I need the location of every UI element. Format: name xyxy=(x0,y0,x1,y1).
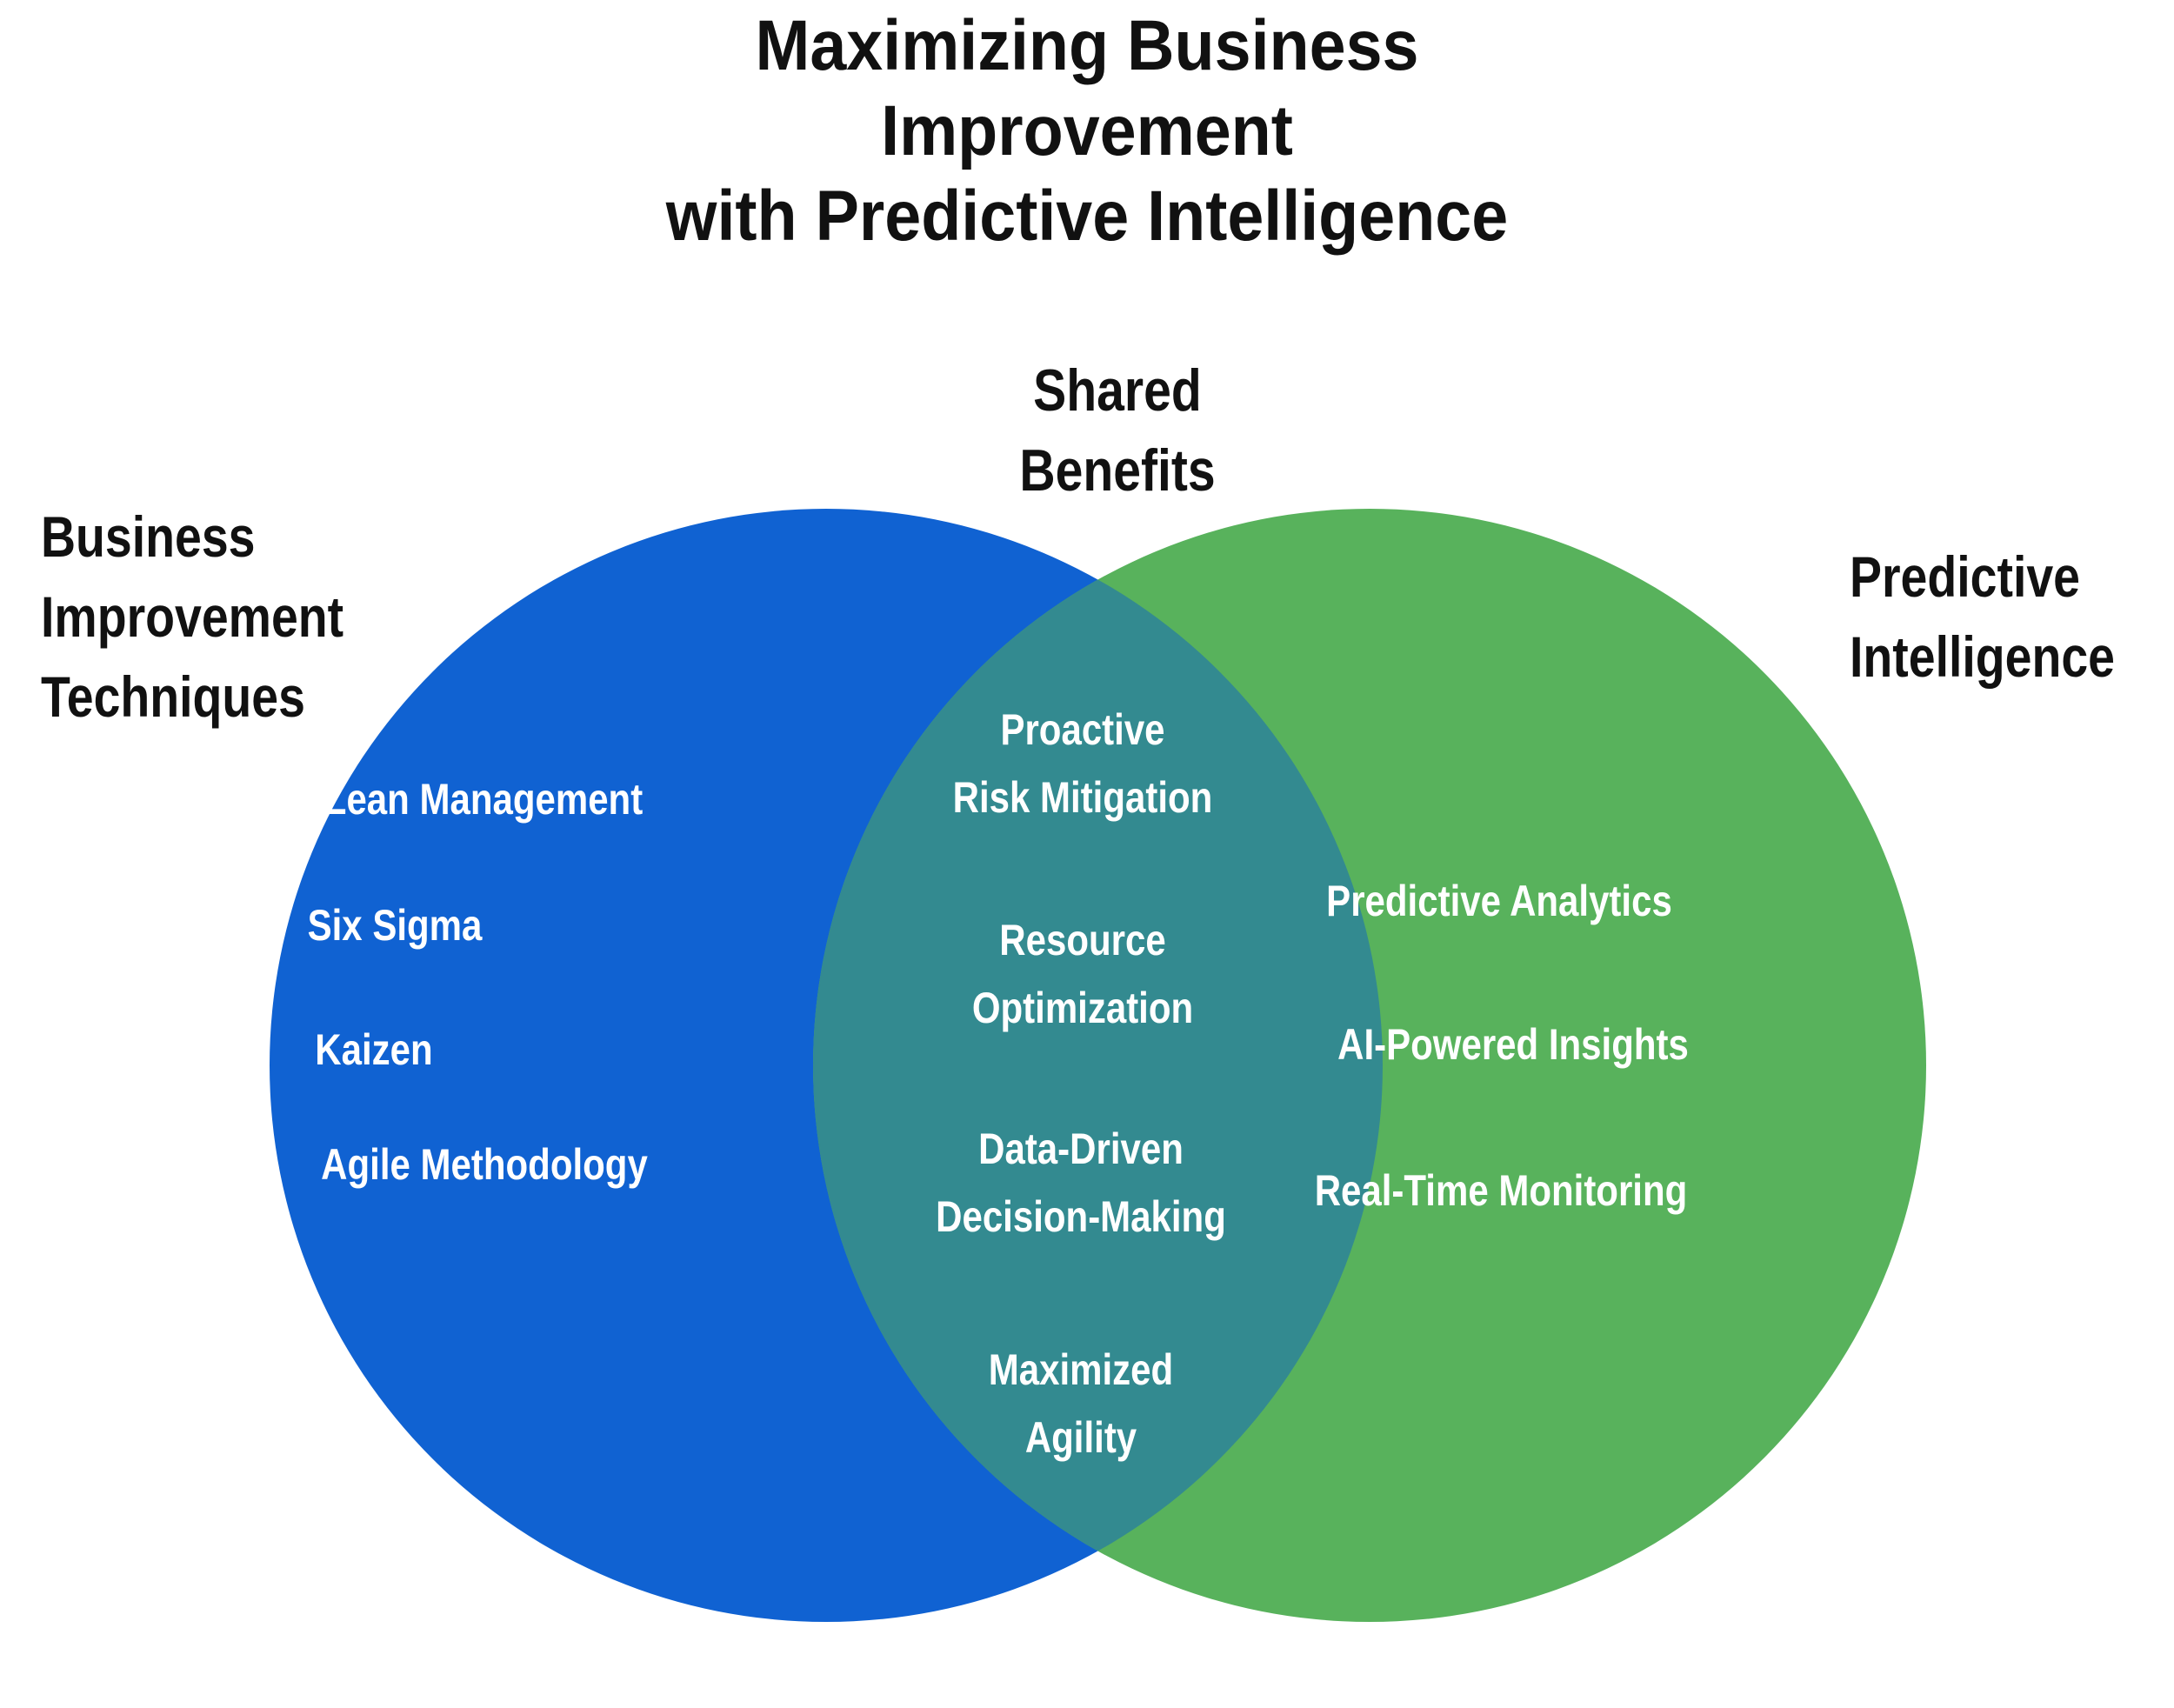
overlap-region xyxy=(813,509,1383,1622)
right-item-real-time-monitoring: Real-Time Monitoring xyxy=(1314,1166,1688,1215)
right-item-ai-powered-insights: AI-Powered Insights xyxy=(1337,1020,1689,1069)
overlap-item-maximized-agility: Maximized Agility xyxy=(988,1345,1174,1462)
left-set-label: Business Improvement Techniques xyxy=(41,504,344,729)
overlap-item-data-driven-decision-making: Data-Driven Decision-Making xyxy=(936,1124,1226,1241)
left-item-agile-methodology: Agile Methodology xyxy=(321,1140,648,1189)
left-item-lean-management: Lean Management xyxy=(323,775,644,824)
overlap-set-label: Shared Benefits xyxy=(1019,357,1216,504)
left-item-kaizen: Kaizen xyxy=(315,1025,433,1074)
right-set-label: Predictive Intelligence xyxy=(1850,544,2116,689)
right-item-predictive-analytics: Predictive Analytics xyxy=(1326,877,1672,925)
overlap-item-proactive-risk-mitigation: Proactive Risk Mitigation xyxy=(952,705,1213,822)
left-item-six-sigma: Six Sigma xyxy=(307,901,483,950)
page-title: Maximizing Business Improvement with Pre… xyxy=(665,6,1509,256)
overlap-item-resource-optimization: Resource Optimization xyxy=(971,916,1194,1032)
